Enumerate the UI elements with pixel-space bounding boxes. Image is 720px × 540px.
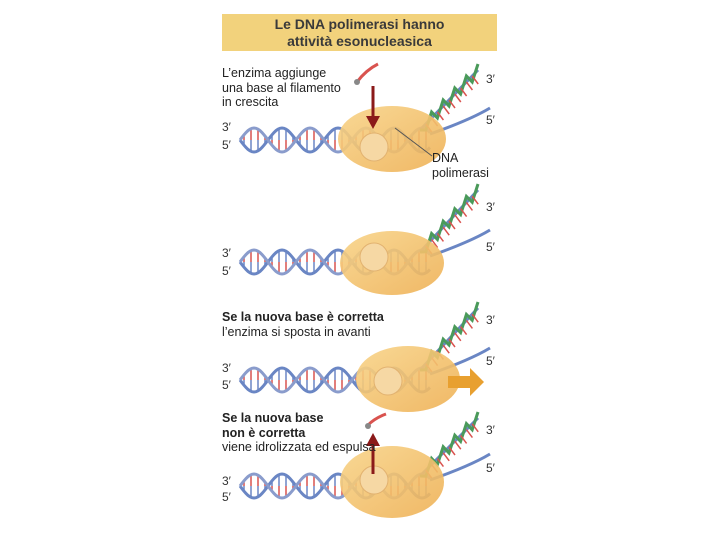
panel1-caption-line2: una base al filamento: [222, 80, 341, 95]
enzyme-label-line2: polimerasi: [432, 165, 489, 180]
p2-right-3prime: 3′: [486, 200, 495, 214]
title-line-1: Le DNA polimerasi hanno: [274, 16, 445, 32]
panel4-fork-rung: [471, 423, 479, 433]
panel4-fork-rung: [465, 429, 473, 439]
p1-right-3prime: 3′: [486, 72, 495, 86]
panel2-fork-rung: [442, 226, 450, 236]
panel2-fork-rung: [460, 208, 468, 218]
panel1-fork-rung: [436, 111, 444, 121]
panel2-fork-rung: [454, 214, 462, 224]
panel2-fork-rung: [465, 201, 473, 211]
panel2-fork-rung: [436, 232, 444, 242]
panel1-fork-rung: [442, 105, 450, 115]
panel1-fork-rung: [448, 99, 456, 109]
enzyme-label-line1: DNA: [432, 151, 459, 165]
panel2-fork-rung: [448, 220, 456, 230]
panel3-fork-rung: [448, 338, 456, 348]
active-site-1: [359, 132, 389, 162]
panel1-caption: L’enzima aggiunge una base al filamento …: [222, 66, 341, 110]
forward-arrow-head: [470, 368, 484, 396]
polymerase-enzyme-2: [340, 231, 444, 295]
panel1-caption-line3: in crescita: [222, 95, 279, 109]
p4-left-5prime: 5′: [222, 490, 231, 504]
title-banner: Le DNA polimerasi hanno attività esonucl…: [222, 14, 497, 51]
p2-left-5prime: 5′: [222, 264, 231, 278]
incoming-nucleotide: [355, 62, 379, 83]
panel3-fork-rung: [465, 319, 473, 329]
panel4-fork-rung: [454, 440, 462, 450]
p3-right-5prime: 5′: [486, 354, 495, 368]
p4-right-5prime: 5′: [486, 461, 495, 475]
panel4-caption-bold-line1: Se la nuova base: [222, 411, 324, 425]
panel4-fork-rung: [442, 452, 450, 462]
polymerase-enzyme-1: [338, 106, 446, 172]
polymerase-enzyme-4: [340, 446, 444, 518]
panel4-caption-bold-line2: non è corretta: [222, 425, 306, 440]
panel2-fork-rung: [471, 195, 479, 205]
panel3-caption: Se la nuova base è corretta l’enzima si …: [222, 310, 384, 339]
panel1-fork-rung: [454, 93, 462, 103]
panel1-fork-rung: [471, 75, 479, 85]
active-site-3: [373, 366, 403, 396]
p3-left-3prime: 3′: [222, 361, 231, 375]
p4-left-3prime: 3′: [222, 474, 231, 488]
nucleotide-phosphate: [354, 79, 360, 85]
panel4-fork-rung: [460, 434, 468, 444]
panel1-fork-rung: [460, 87, 468, 97]
dna-polymerase-label: DNA polimerasi: [432, 151, 489, 180]
insertion-arrow-head: [366, 116, 380, 129]
polymerase-enzyme-3: [356, 346, 460, 412]
panel3-fork-rung: [471, 313, 479, 323]
expelled-phosphate: [365, 423, 371, 429]
p2-left-3prime: 3′: [222, 246, 231, 260]
panel2-fork-rung: [431, 239, 439, 249]
panel4-caption-line3: viene idrolizzata ed espulsa: [222, 440, 376, 454]
forward-arrow-shaft: [448, 376, 472, 388]
p2-right-5prime: 5′: [486, 240, 495, 254]
panel3-caption-bold: Se la nuova base è corretta: [222, 310, 384, 324]
p3-left-5prime: 5′: [222, 378, 231, 392]
panel2-fork-green-strand: [419, 183, 480, 254]
p4-right-3prime: 3′: [486, 423, 495, 437]
expulsion-arrow-head: [366, 433, 380, 446]
panel4-caption: Se la nuova base non è corretta viene id…: [222, 411, 376, 455]
enzyme-label-leader: [394, 127, 433, 157]
panel3-fork-rung: [454, 332, 462, 342]
p1-right-5prime: 5′: [486, 113, 495, 127]
panel3-fork-rung: [442, 344, 450, 354]
p3-right-3prime: 3′: [486, 313, 495, 327]
panel3-caption-line2: l’enzima si sposta in avanti: [222, 324, 371, 339]
p1-left-5prime: 5′: [222, 138, 231, 152]
panel4-fork-rung: [448, 446, 456, 456]
panel4-fork-rung: [436, 458, 444, 468]
panel3-fork-rung: [460, 326, 468, 336]
active-site-2: [359, 242, 389, 272]
panel1-fork-rung: [465, 81, 473, 91]
p1-left-3prime: 3′: [222, 120, 231, 134]
panel1-caption-line1: L’enzima aggiunge: [222, 66, 327, 80]
title-line-2: attività esonucleasica: [287, 33, 432, 49]
